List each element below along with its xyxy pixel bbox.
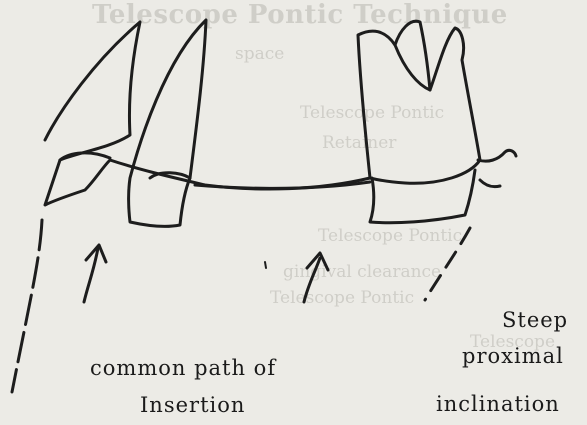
right-molar-base	[370, 170, 475, 223]
label-inclination: inclination	[436, 392, 560, 416]
pontic-connector	[110, 160, 370, 189]
right-path-dashed-line	[425, 228, 470, 300]
right-gingival-extension	[480, 180, 500, 187]
right-molar-crown	[358, 21, 480, 183]
label-common-path: common path of	[90, 356, 276, 380]
label-insertion: Insertion	[140, 393, 245, 417]
label-proximal: proximal	[462, 344, 564, 368]
small-tick-mark	[265, 262, 266, 268]
label-steep: Steep	[502, 308, 568, 332]
telescope-tooth	[129, 20, 207, 226]
arrow-up-center	[304, 253, 328, 302]
right-gingival-line	[478, 150, 516, 161]
left-tooth-cervical	[60, 153, 110, 160]
arrow-up-left	[84, 245, 106, 302]
left-tooth-crown	[45, 22, 140, 205]
left-path-dashed-line	[12, 220, 42, 392]
